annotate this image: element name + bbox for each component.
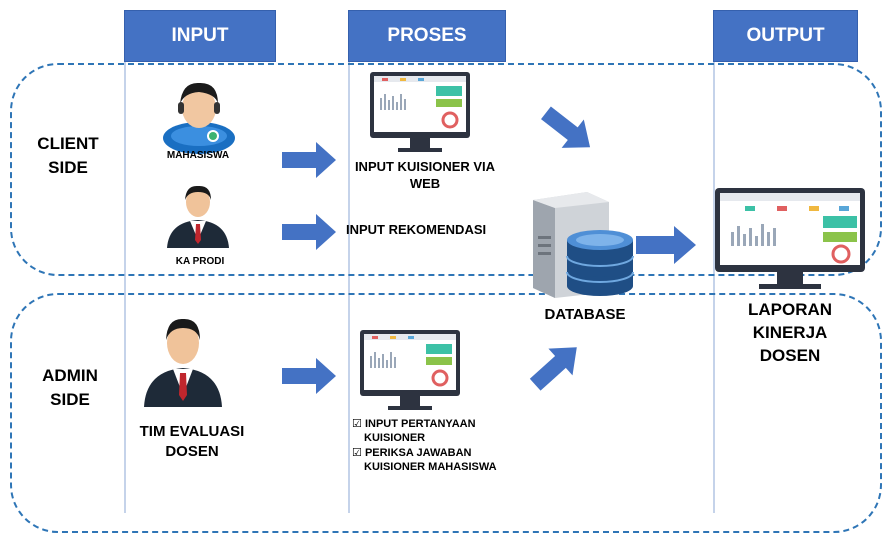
kuisioner-line1: INPUT KUISIONER VIA [354,159,496,174]
output-column-line [713,10,715,513]
admin-side-label: ADMIN SIDE [30,364,110,412]
ka-prodi-avatar-icon [167,185,229,248]
admin-task-2-line1: PERIKSA JAWABAN [364,447,472,459]
output-header: OUTPUT [713,10,858,62]
tim-evaluasi-avatar-icon [144,318,222,407]
arrow-right-tim-evaluasi-icon [282,358,336,394]
admin-task-2-line2: KUISIONER MAHASISWA [364,461,497,473]
checkbox-icon: ☑ [352,447,362,459]
tim-evaluasi-line1: TIM EVALUASI [139,423,245,440]
checkbox-icon: ☑ [352,418,362,430]
kuisioner-line2: WEB [409,176,441,191]
kuisioner-label: INPUT KUISIONER VIA WEB [336,158,514,192]
client-side-zone [10,63,882,276]
admin-monitor-icon [360,330,460,410]
admin-task-1-line1: INPUT PERTANYAAN [364,418,476,430]
arrow-right-mahasiswa-icon [282,142,336,178]
laporan-line1: LAPORAN [747,300,833,319]
mahasiswa-avatar-icon [163,82,235,154]
tim-evaluasi-label: TIM EVALUASI DOSEN [124,422,260,462]
client-label-line2: SIDE [48,158,88,177]
rekomendasi-label: INPUT REKOMENDASI [346,222,487,237]
client-side-label: CLIENT SIDE [28,132,108,180]
proses-column-line [348,10,350,513]
client-label-line1: CLIENT [37,134,99,153]
tim-evaluasi-line2: DOSEN [165,443,219,460]
proses-header: PROSES [348,10,506,62]
arrow-right-ka-prodi-icon [282,214,336,250]
ka-prodi-label: KA PRODI [175,256,225,267]
laporan-label: LAPORAN KINERJA DOSEN [720,298,860,367]
database-label: DATABASE [544,306,626,323]
laporan-monitor-icon [715,188,865,289]
admin-task-2: ☑ PERIKSA JAWABAN KUISIONER MAHASISWA [352,446,532,474]
laporan-line3: DOSEN [759,346,821,365]
arrow-right-output-icon [636,226,696,264]
database-server-icon [533,192,634,298]
admin-label-line2: SIDE [50,390,90,409]
admin-label-line1: ADMIN [42,366,98,385]
arrow-down-right-icon [541,106,591,148]
admin-task-1: ☑ INPUT PERTANYAAN KUISIONER [352,417,532,445]
kuisioner-monitor-icon [370,72,470,152]
admin-task-1-line2: KUISIONER [364,432,426,444]
input-header: INPUT [124,10,276,62]
input-column-line [124,10,126,513]
mahasiswa-label: MAHASISWA [166,150,230,161]
arrow-up-right-icon [529,347,577,391]
laporan-line2: KINERJA [752,323,828,342]
